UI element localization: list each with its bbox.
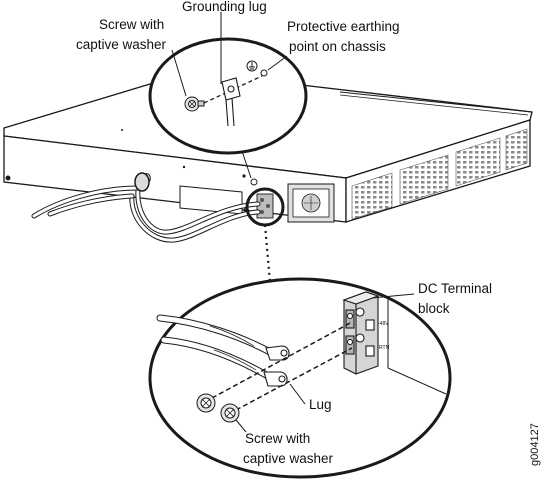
earthing-label-line1: Protective earthing [287, 19, 400, 34]
earthing-label-line2: point on chassis [289, 39, 386, 54]
terminal-detail-callout: -48V RTN [148, 277, 452, 479]
chassis-earthing-point [250, 178, 258, 186]
top-screw [184, 96, 205, 112]
lug-label: Lug [309, 397, 332, 412]
side-vents [351, 128, 528, 220]
terminal-rtn-label: RTN [379, 345, 390, 351]
zoom-connector-bottom [263, 224, 272, 283]
grounding-lug-label: Grounding lug [182, 0, 267, 14]
dc-terminal-label-line2: block [418, 301, 450, 316]
dc-terminal-label-line1: DC Terminal [418, 281, 492, 296]
grounding-detail-callout [148, 37, 308, 155]
top-screw-label-line2: captive washer [76, 37, 167, 52]
dc-terminal-block [342, 291, 380, 375]
protective-earth-ground-icon [246, 60, 258, 72]
terminal-neg48-label: -48V [378, 321, 389, 327]
grounding-lug [221, 77, 241, 127]
terminal-detail-circle [148, 277, 452, 479]
top-leader-lines [171, 12, 288, 97]
bottom-screw-label-line1: Screw with [245, 431, 310, 446]
detail-alignment-lines [211, 321, 353, 411]
detail-cables [156, 314, 274, 380]
bottom-leader-lines [235, 293, 415, 433]
earthing-point [260, 69, 268, 77]
top-screw-label-line1: Screw with [99, 17, 164, 32]
figure-id: g004127 [529, 423, 541, 466]
dc-power-cables [31, 172, 261, 243]
bottom-screw-label-line2: captive washer [243, 451, 334, 466]
detail-screws [196, 393, 240, 423]
